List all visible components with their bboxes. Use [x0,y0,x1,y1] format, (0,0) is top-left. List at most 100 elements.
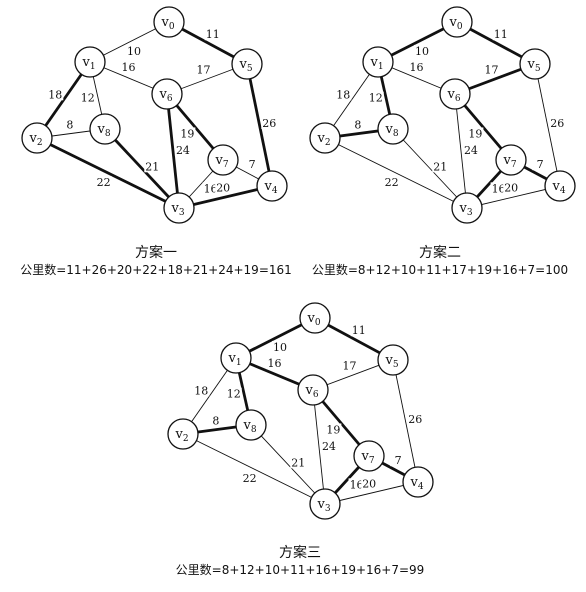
node-letter: v [446,87,455,102]
edge-v6-v3-selected [165,93,181,209]
node-v3: v3 [163,192,195,224]
node-label: v4 [263,179,277,196]
node-letter: v [238,57,247,72]
edge-v3-v4 [466,185,561,209]
edge-label-background [532,158,549,171]
node-circle [151,78,183,110]
node-letter: v [81,55,90,70]
scheme-2-caption: 方案二 公里数=8+12+10+11+17+19+16+7=100 [300,244,580,278]
node-label: v2 [316,131,330,148]
node-label: v4 [551,179,565,196]
node-circle [495,144,527,176]
edge-weight-label: 11 [206,28,220,41]
node-label: v3 [170,201,184,218]
node-subscript: 8 [251,425,257,435]
node-label: v7 [502,153,516,170]
edge-label-background [266,357,283,370]
edge-label-background [215,181,232,194]
node-label: v8 [96,122,110,139]
node-letter: v [360,449,369,464]
node-circle [309,122,341,154]
node-label: v5 [238,57,252,74]
node-v0: v0 [153,6,185,38]
edge-weight-label: 10 [273,341,287,354]
edge-label-background [244,158,261,171]
edge-weight-label: 19 [326,423,340,436]
node-letter: v [384,122,393,137]
node-circle [353,440,385,472]
node-subscript: 2 [37,138,43,148]
edge-label-background [47,88,64,101]
edge-weight-label: 24 [322,440,336,453]
node-subscript: 5 [247,64,253,74]
edge-weight-label: 19 [180,127,194,140]
edge-v5-v4-selected [245,63,274,187]
node-v8: v8 [89,113,121,145]
node-label: v3 [458,201,472,218]
node-circle [441,6,473,38]
edge-weight-label: 24 [464,144,478,157]
node-v5: v5 [377,344,409,376]
edge-label-background [361,477,378,490]
node-v2: v2 [21,122,53,154]
edge-weight-label: 8 [212,415,219,428]
node-letter: v [369,55,378,70]
edge-label-background [407,412,424,425]
node-v4: v4 [256,170,288,202]
edge-label-background [483,63,500,76]
edge-label-background [408,61,425,74]
edge-label-background [367,91,384,104]
scheme-1-caption: 方案一 公里数=11+26+20+22+18+21+24+19=161 [20,244,292,278]
node-subscript: 6 [455,94,461,104]
node-subscript: 3 [325,504,331,514]
node-circle [89,113,121,145]
node-subscript: 7 [369,456,375,466]
edge-label-background [348,478,365,491]
edge-weight-label: 16 [492,182,506,195]
node-letter: v [551,179,560,194]
node-subscript: 8 [105,129,111,139]
node-circle [231,48,263,80]
edge-v3-v4 [324,481,419,505]
node-letter: v [263,179,272,194]
edge-weight-label: 12 [81,92,95,105]
edge-label-background [225,387,242,400]
edge-weight-label: 17 [342,360,356,373]
edge-v6-v3 [312,389,326,505]
edge-weight-label: 17 [484,64,498,77]
edge-weight-label: 21 [291,456,305,469]
edge-weight-label: 21 [433,160,447,173]
node-subscript: 4 [272,186,278,196]
edge-label-background [204,28,221,41]
node-letter: v [158,87,167,102]
node-v7: v7 [207,144,239,176]
node-v5: v5 [231,48,263,80]
node-circle [167,418,199,450]
node-label: v5 [384,353,398,370]
edge-weight-label: 16 [121,61,135,74]
edge-label-background [61,118,78,131]
node-v2: v2 [309,122,341,154]
edge-label-background [261,116,278,129]
node-letter: v [409,475,418,490]
node-circle [21,122,53,154]
node-v8: v8 [235,409,267,441]
node-subscript: 5 [535,64,541,74]
edge-label-background [325,423,342,436]
node-circle [362,46,394,78]
node-letter: v [304,383,313,398]
scheme-1-formula: 公里数=11+26+20+22+18+21+24+19=161 [20,263,292,277]
edge-v2-v3 [324,137,468,209]
node-subscript: 8 [393,129,399,139]
edge-weight-label: 18 [48,88,62,101]
edge-label-background [490,182,507,195]
edge-label-background [95,175,112,188]
edge-weight-label: 16 [409,61,423,74]
edge-label-background [272,340,289,353]
node-letter: v [160,15,169,30]
node-v8: v8 [377,113,409,145]
edge-weight-label: 7 [395,454,402,467]
node-label: v1 [369,55,383,72]
edge-weight-label: 11 [494,28,508,41]
edge-label-background [79,91,96,104]
